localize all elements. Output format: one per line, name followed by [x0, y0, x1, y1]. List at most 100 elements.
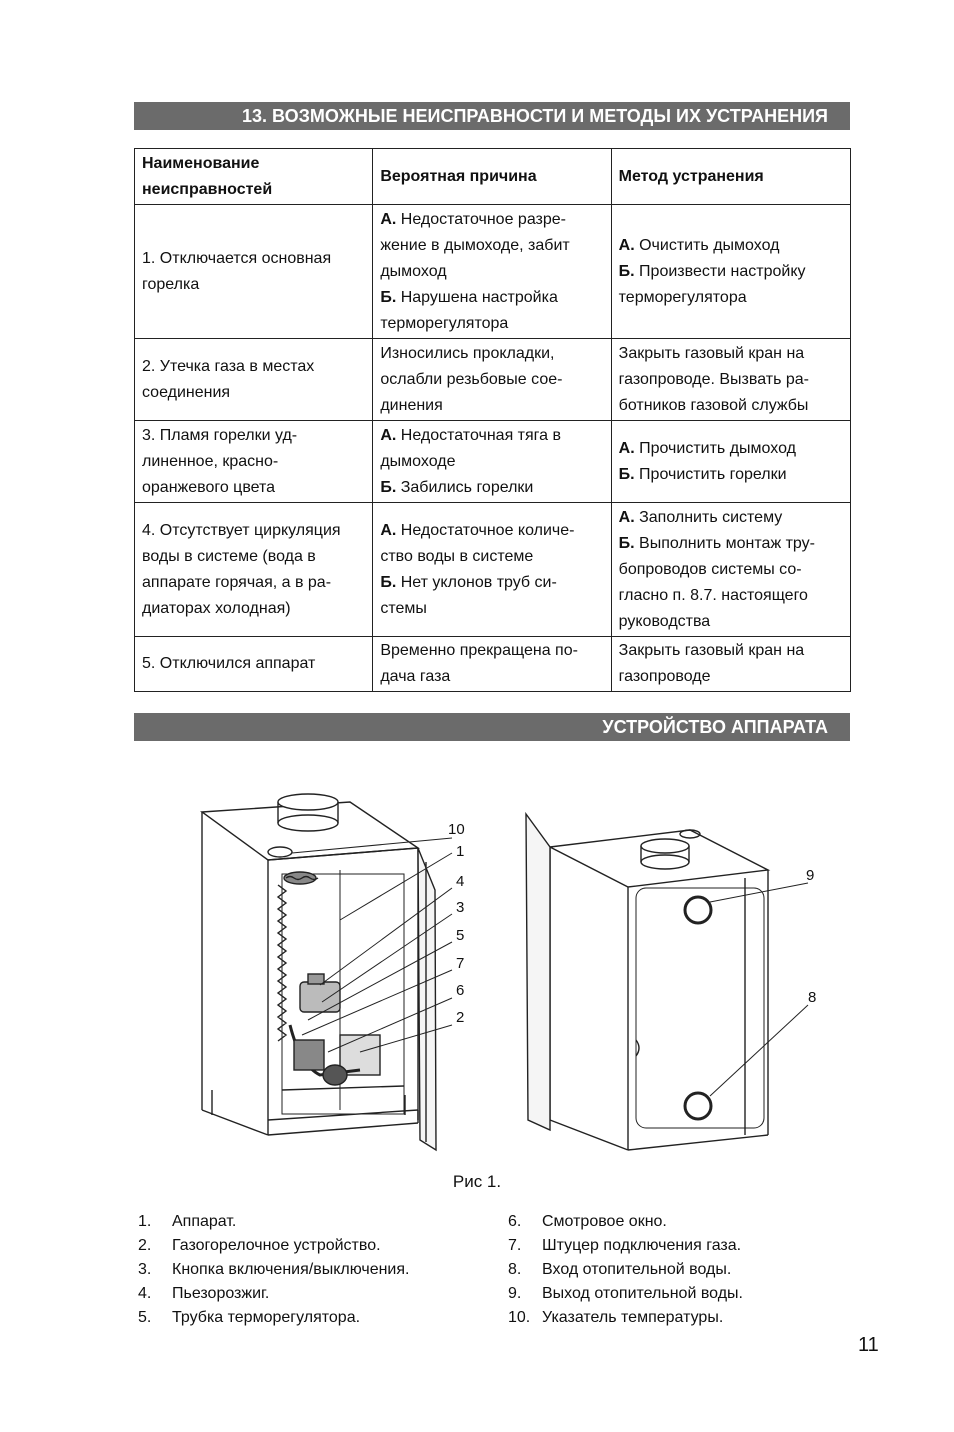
cause-text: Недостаточное количе-: [396, 521, 575, 539]
cause-line: Б. Забились горелки: [380, 475, 603, 501]
fix-line: терморегулятора: [619, 285, 843, 311]
fix-line: руководства: [619, 609, 843, 635]
cause-line: Б. Нет уклонов труб си-: [380, 570, 603, 596]
cause-text: Износились прокладки,: [380, 344, 555, 362]
legend-text: Выход отопительной воды.: [542, 1285, 743, 1302]
fix-line: Закрыть газовый кран на: [619, 341, 843, 367]
fault-cell: 4. Отсутствует циркуляция воды в системе …: [133, 502, 374, 637]
cause-line: А. Недостаточная тяга в: [380, 423, 603, 449]
fix-line: ботников газовой службы: [619, 393, 843, 419]
legend-item: 2. Газогорелочное устройство.: [138, 1234, 409, 1258]
fix-lead: А.: [618, 236, 635, 254]
fault-line: соединения: [142, 383, 231, 401]
cause-cell: А. Недостаточное разре-жение в дымоходе,…: [372, 204, 612, 339]
fault-line: диаторах холодная): [142, 599, 291, 617]
fix-text: Закрыть газовый кран на: [618, 344, 805, 362]
fix-text: Выполнить монтаж тру-: [634, 534, 815, 552]
fix-line: А. Заполнить систему: [619, 505, 843, 531]
device-title-band: УСТРОЙСТВО АППАРАТА: [134, 713, 850, 741]
legend-text: Кнопка включения/выключения.: [172, 1261, 410, 1278]
fault-line: аппарате горячая, а в ра-: [142, 573, 332, 591]
cause-lead: Б.: [380, 573, 397, 591]
cause-text: Нет уклонов труб си-: [396, 573, 557, 591]
figure-caption: Рис 1.: [452, 1172, 502, 1191]
fix-text: терморегулятора: [618, 288, 747, 306]
fix-line: А. Очистить дымоход: [619, 233, 843, 259]
legend-text: Трубка терморегулятора.: [172, 1309, 361, 1326]
callout-6: 6: [456, 982, 464, 999]
callout-5: 5: [456, 927, 464, 944]
fix-text: бопроводов системы со-: [618, 560, 802, 578]
legend-number: 9.: [508, 1285, 522, 1302]
fix-text: Закрыть газовый кран на: [618, 642, 805, 659]
legend-text: Пьезорозжиг.: [172, 1285, 270, 1302]
fix-line: Б. Произвести настройку: [619, 259, 843, 285]
legend-item: 6. Смотровое окно.: [508, 1210, 743, 1234]
cause-line: Б. Нарушена настройка: [380, 285, 603, 311]
fix-line: газопроводе: [619, 664, 843, 690]
fix-cell: Закрыть газовый кран на газопроводе: [610, 636, 852, 692]
legend-number: 7.: [508, 1237, 522, 1254]
cause-cell: Временно прекращена по-дача газа: [372, 636, 612, 692]
fix-text: Очистить дымоход: [634, 236, 780, 254]
cause-line: дымоходе: [380, 449, 603, 475]
fault-cell: 3. Пламя горелки уд-линенное, красно-ора…: [133, 420, 374, 503]
legend-text: Аппарат.: [172, 1213, 237, 1230]
legend-item: 3.Кнопка включения/выключения.: [138, 1258, 409, 1282]
header-fault: Наименование неисправностей: [133, 148, 374, 205]
legend-number: 8.: [508, 1261, 522, 1278]
callout-9: 9: [806, 867, 814, 884]
fault-line: 1. Отключается основная: [142, 249, 332, 267]
legend-number: 2.: [138, 1237, 152, 1254]
legend-item: 4.Пьезорозжиг.: [138, 1282, 409, 1306]
cause-text: ство воды в системе: [380, 547, 534, 565]
header-fault-line: Наименование: [142, 154, 260, 172]
fix-text: гласно п. 8.7. настоящего: [618, 586, 808, 604]
callout-1: 1: [456, 843, 464, 860]
fix-line: Закрыть газовый кран на: [619, 638, 843, 664]
cause-text: Недостаточная тяга в: [396, 426, 561, 444]
legend-number: 5.: [138, 1309, 152, 1326]
table-row: 3. Пламя горелки уд-линенное, красно-ора…: [133, 420, 852, 503]
cause-line: Износились прокладки,: [380, 341, 603, 367]
header-cause: Вероятная причина: [372, 148, 612, 205]
fault-line: 4. Отсутствует циркуляция: [142, 521, 341, 539]
cause-line: терморегулятора: [380, 311, 603, 337]
legend-item: 9. Выход отопительной воды.: [508, 1282, 743, 1306]
cause-line: стемы: [380, 596, 603, 622]
fix-text: Заполнить систему: [634, 508, 783, 526]
fault-line: 2. Утечка газа в местах: [142, 357, 315, 375]
fix-line: Б. Прочистить горелки: [619, 462, 843, 488]
callout-2: 2: [456, 1009, 464, 1026]
cause-line: А. Недостаточное разре-: [380, 207, 603, 233]
table-row: 2. Утечка газа в местах соединения Износил…: [133, 338, 852, 421]
legend-number: 6.: [508, 1213, 522, 1230]
fix-lead: Б.: [618, 465, 635, 483]
cause-lead: А.: [380, 426, 397, 444]
legend-text: Указатель температуры.: [542, 1309, 724, 1326]
cause-line: Временно прекращена по-: [380, 638, 603, 664]
fix-line: А. Прочистить дымоход: [619, 436, 843, 462]
cause-text: Временно прекращена по-: [380, 642, 578, 659]
table-row: 4. Отсутствует циркуляция воды в системе …: [133, 502, 852, 637]
fix-line: бопроводов системы со-: [619, 557, 843, 583]
cause-line: ослабли резьбовые сое-: [380, 367, 603, 393]
cause-text: дача газа: [380, 668, 451, 685]
callout-10: 10: [448, 821, 465, 838]
boiler-figure: 10 1 4 3 5 7 6 2 9 8: [200, 793, 816, 1152]
fault-line: воды в системе (вода в: [142, 547, 316, 565]
fix-text: ботников газовой службы: [618, 396, 809, 414]
cause-lead: Б.: [380, 288, 397, 306]
cause-text: дымоходе: [380, 452, 456, 470]
legend-text: Газогорелочное устройство.: [172, 1237, 381, 1254]
fix-line: газопроводе. Вызвать ра-: [619, 367, 843, 393]
callout-8: 8: [808, 989, 816, 1006]
page-number: 11: [858, 1334, 879, 1356]
legend-text: Смотровое окно.: [542, 1213, 667, 1230]
fix-text: Прочистить дымоход: [634, 439, 796, 457]
